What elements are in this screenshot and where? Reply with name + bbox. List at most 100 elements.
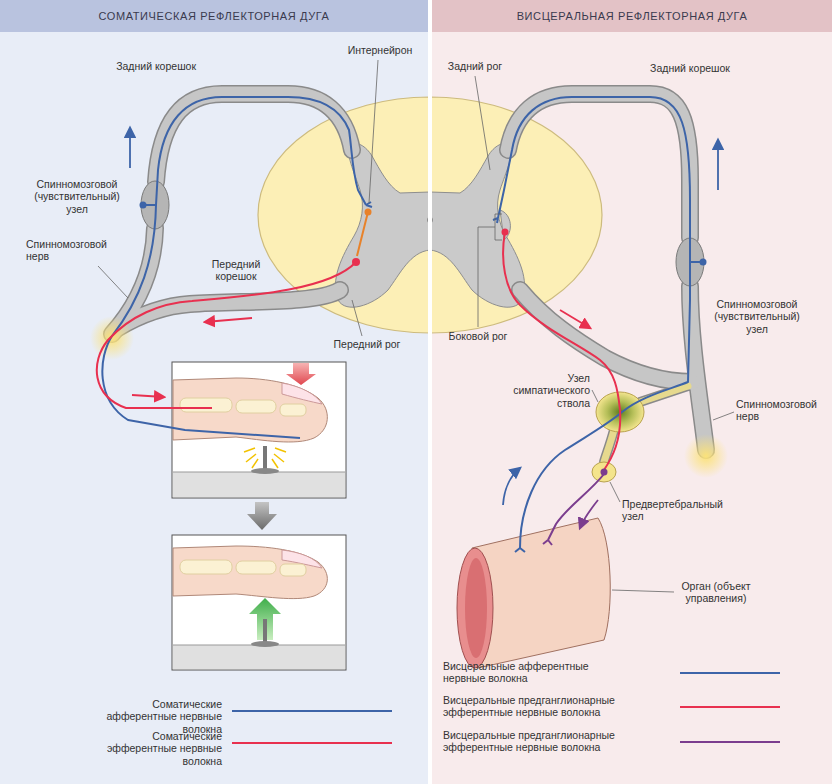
callout-label: Спинномозговой (чувствительный) узел (28, 178, 126, 215)
neuron-body (601, 469, 608, 476)
nerve-fiber (357, 212, 368, 256)
finger-illustration (247, 502, 277, 530)
callout-label: Передний корешок (196, 258, 276, 283)
finger-illustration (173, 645, 345, 669)
nerve-fiber (97, 262, 356, 408)
callout-label: Спинномозговой (чувствительный) узел (708, 298, 806, 335)
neuron-body (365, 209, 372, 216)
nerve-fiber (543, 540, 552, 545)
leader-line (713, 412, 734, 420)
finger-illustration (173, 546, 327, 599)
flow-arrow (580, 500, 598, 528)
nerve-fiber (143, 202, 372, 207)
callout-label: Задний корешок (96, 60, 196, 72)
finger-illustration (236, 400, 276, 413)
legend-line-sample (232, 742, 392, 744)
legend-line-sample (680, 741, 780, 743)
panel-title: СОМАТИЧЕСКАЯ РЕФЛЕКТОРНАЯ ДУГА (98, 10, 329, 22)
nerve-root (118, 290, 340, 328)
finger-illustration (244, 448, 255, 452)
leader-line (352, 300, 362, 336)
callout-label: Задний рог (440, 60, 510, 72)
finger-illustration (173, 472, 345, 497)
leader-line (369, 60, 378, 203)
nerve-root (112, 94, 706, 462)
leader-line (610, 482, 620, 502)
finger-illustration (286, 363, 316, 385)
finger-illustration (274, 454, 284, 462)
nerve-root (156, 94, 352, 182)
callout-label: Спинномозговой нерв (736, 398, 824, 423)
ganglion (141, 181, 704, 482)
flow-arrow (205, 318, 252, 322)
nerve-fiber (102, 97, 366, 438)
finger-illustration (246, 454, 256, 462)
organ-illustration (457, 548, 493, 668)
spinal-cord (335, 144, 430, 308)
callout-label: Узел симпатического ствола (508, 372, 590, 409)
nerve-fiber (503, 232, 620, 470)
finger-illustration (275, 448, 286, 452)
panel-title: ВИСЦЕРАЛЬНАЯ РЕФЛЕКТОРНАЯ ДУГА (517, 10, 748, 22)
legend-text: Соматические афферентные нервные волокна (80, 698, 222, 735)
nerve-root (112, 94, 706, 462)
callout-label: Орган (объект управления) (676, 580, 756, 605)
callout-label: Боковой рог (440, 330, 516, 342)
nerve-root (640, 386, 688, 402)
nerve-fiber (548, 474, 604, 540)
finger-illustration (272, 459, 278, 468)
legend-line-sample (232, 710, 392, 712)
legend-text: Висцеральные афферентные нервные волокна (443, 660, 593, 685)
flow-arrow (717, 140, 719, 190)
callout-label: Передний рог (322, 338, 412, 350)
legend-text: Висцеральные предганглионарные эфферентн… (443, 694, 633, 719)
legend-line-sample (680, 706, 780, 708)
leader-line (612, 590, 674, 592)
nerve-fiber (498, 97, 690, 548)
neuron-body (140, 202, 147, 209)
legend-text: Висцеральные предганглионарные эфферентн… (443, 729, 633, 754)
flow-arrow (503, 468, 520, 505)
leader-line (592, 390, 598, 402)
nerve-root (112, 94, 706, 462)
nerve-root (508, 94, 690, 238)
finger-illustration (282, 383, 322, 404)
organ-illustration (457, 518, 610, 668)
finger-illustration (244, 448, 286, 468)
finger-illustration (236, 561, 276, 574)
panel-divider (428, 0, 432, 784)
finger-illustration (280, 564, 306, 576)
panel-header: ВИСЦЕРАЛЬНАЯ РЕФЛЕКТОРНАЯ ДУГА (432, 0, 832, 32)
finger-illustration (251, 641, 279, 647)
ganglion (592, 462, 616, 482)
neuron-body (140, 202, 707, 476)
nerve-glow (684, 434, 728, 478)
finger-illustration (251, 468, 279, 474)
nerve-root (156, 94, 352, 182)
finger-illustration (180, 560, 232, 574)
finger-illustration (172, 535, 346, 670)
callout-label: Задний корешок (640, 62, 740, 74)
organ-illustration (465, 558, 487, 658)
neuron-body (502, 229, 509, 236)
panel-header: СОМАТИЧЕСКАЯ РЕФЛЕКТОРНАЯ ДУГА (0, 0, 428, 32)
nerve-root (640, 386, 688, 402)
leader-line (475, 76, 490, 170)
finger-illustration (180, 398, 232, 412)
finger-illustration (280, 404, 306, 416)
finger-illustration (263, 446, 267, 470)
nerve-fiber (97, 97, 703, 552)
nerve-root (690, 286, 706, 450)
callout-label: Спинномозговой нерв (26, 238, 116, 263)
neuron-body (352, 258, 360, 266)
finger-illustration (263, 619, 267, 643)
nerve-root (520, 290, 692, 382)
nerve-root (520, 290, 692, 382)
nerve-root (690, 286, 706, 450)
flow-arrow (132, 395, 164, 397)
callout-label: Предвертебральный узел (622, 498, 726, 523)
legend-line-sample (680, 672, 780, 674)
